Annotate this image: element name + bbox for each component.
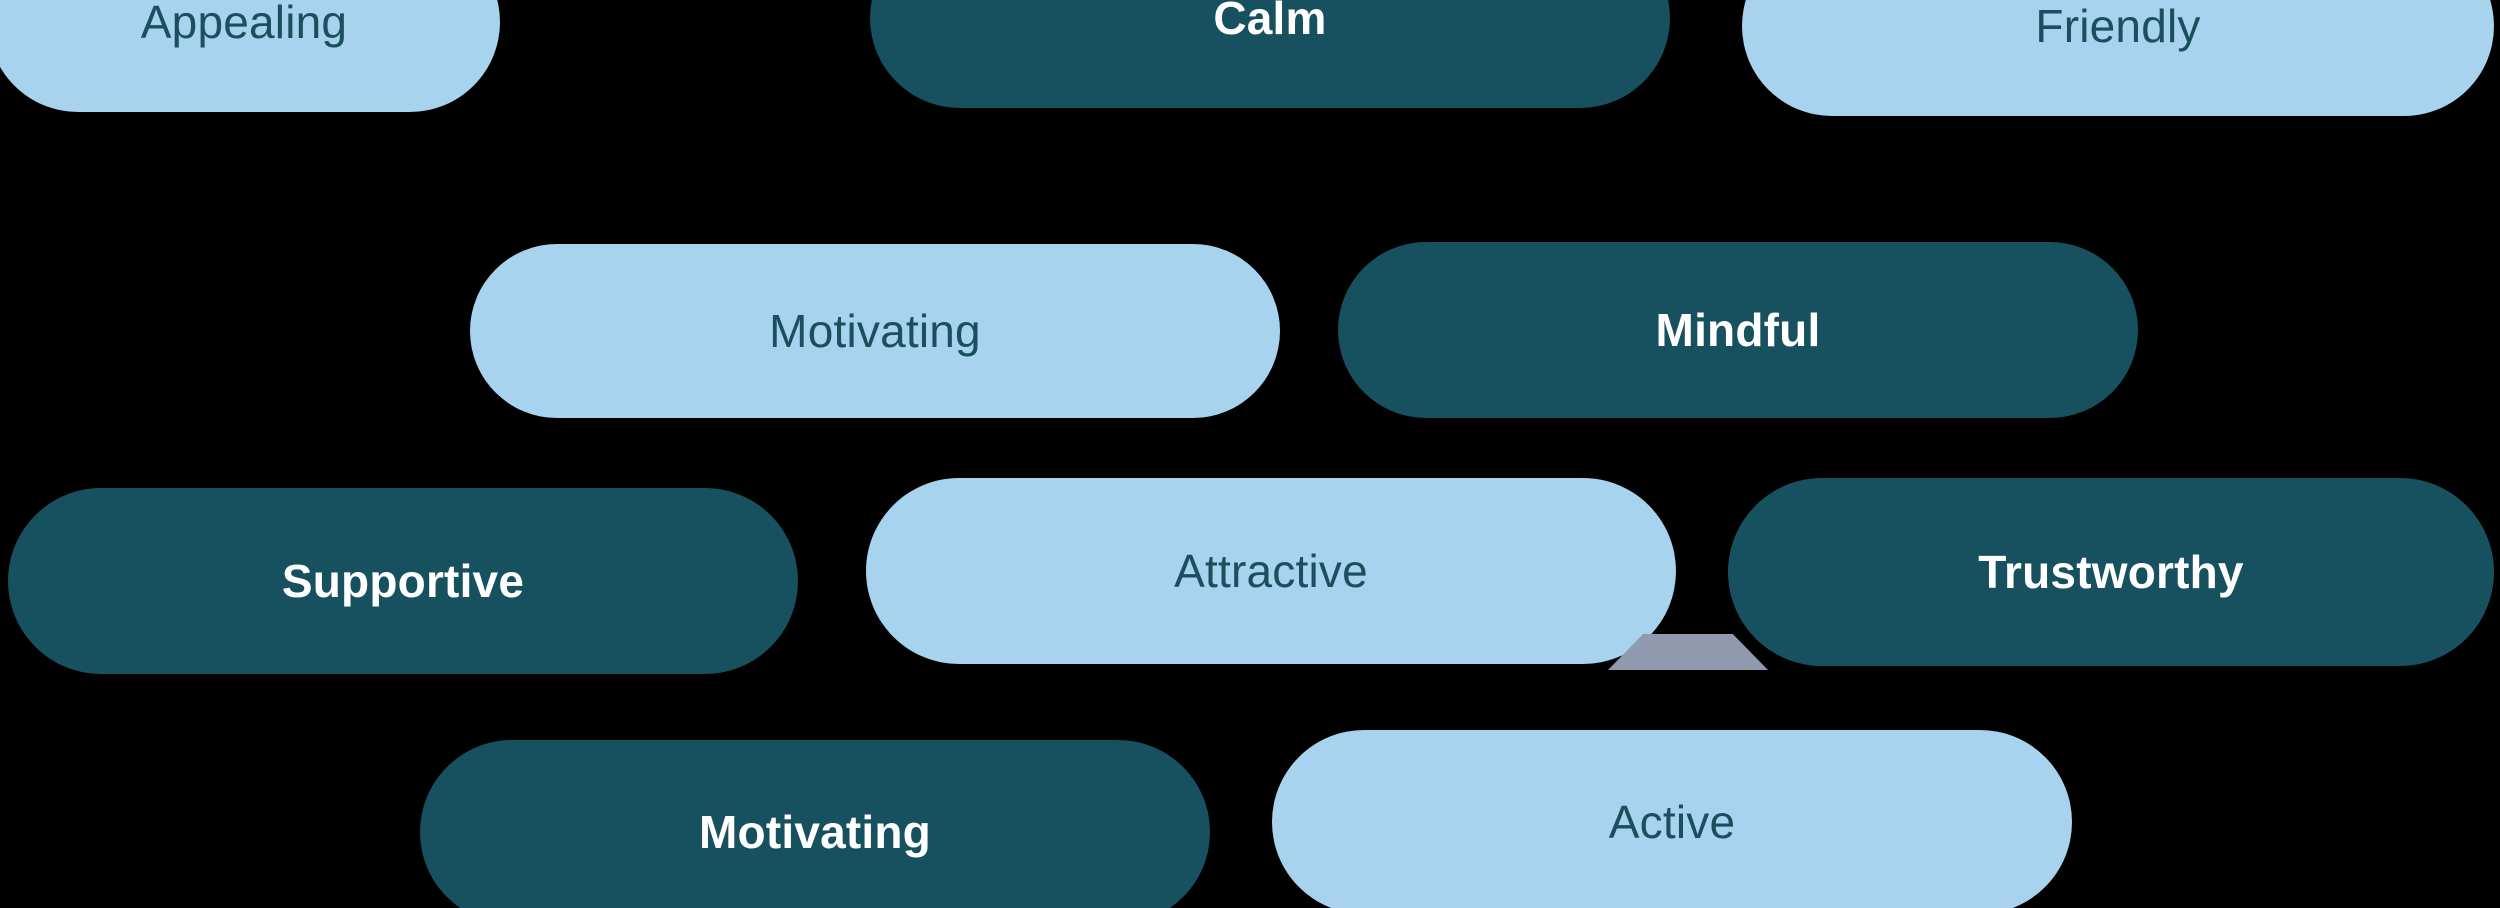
- pill-motivating-light[interactable]: Motivating: [470, 244, 1280, 418]
- pill-label: Calm: [1213, 0, 1327, 44]
- pill-appealing[interactable]: Appealing: [0, 0, 500, 112]
- pill-label: Appealing: [140, 0, 348, 48]
- pill-label: Trustworthy: [1978, 546, 2244, 598]
- pill-label: Supportive: [281, 555, 525, 607]
- pill-label: Mindful: [1655, 304, 1821, 356]
- pill-friendly[interactable]: Friendly: [1742, 0, 2494, 116]
- pill-label: Friendly: [2035, 0, 2201, 52]
- pill-trustworthy[interactable]: Trustworthy: [1728, 478, 2494, 666]
- pill-motivating-dark[interactable]: Motivating: [420, 740, 1210, 908]
- pill-mindful[interactable]: Mindful: [1338, 242, 2138, 418]
- pill-active[interactable]: Active: [1272, 730, 2072, 908]
- pill-label: Motivating: [769, 305, 981, 357]
- pill-label: Active: [1608, 796, 1736, 848]
- pill-supportive[interactable]: Supportive: [8, 488, 798, 674]
- pill-attractive[interactable]: Attractive: [866, 478, 1676, 664]
- pill-label: Motivating: [699, 806, 931, 858]
- pill-calm[interactable]: Calm: [870, 0, 1670, 108]
- pill-label: Attractive: [1174, 545, 1368, 597]
